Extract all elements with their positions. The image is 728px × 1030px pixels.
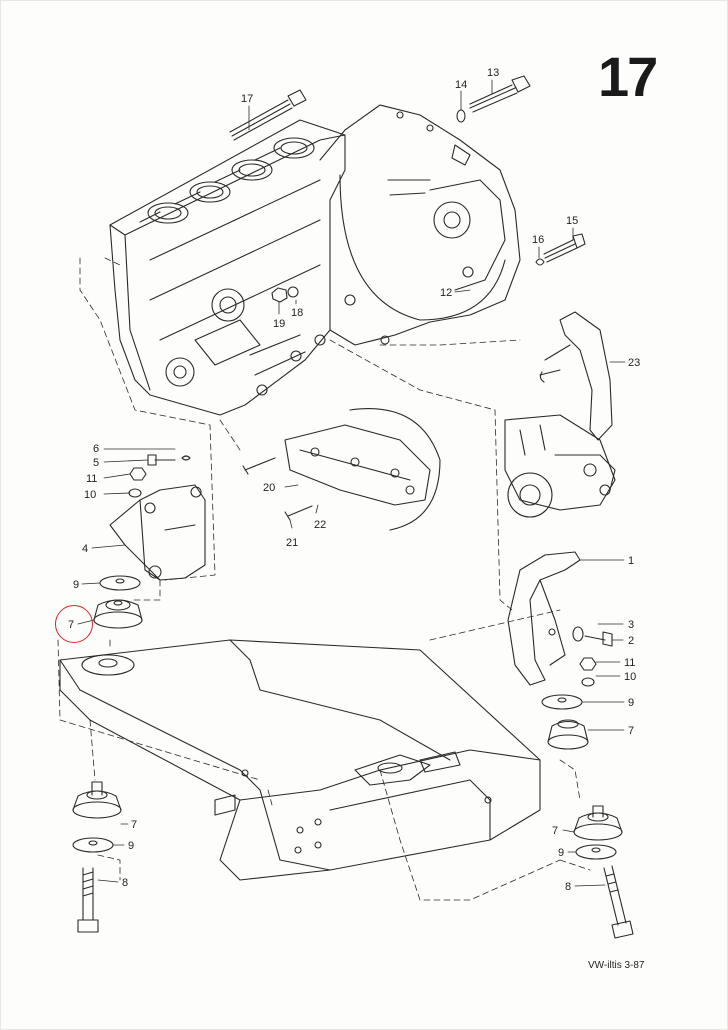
washer-5 [181, 455, 191, 461]
engine-mount-bracket-1 [507, 551, 581, 686]
washer-9a [99, 575, 141, 591]
callout-9: 9 [73, 579, 79, 591]
bracket-23 [539, 311, 613, 441]
bolt-8b [603, 865, 634, 939]
plate-20 [284, 408, 441, 531]
callout-10: 10 [624, 671, 636, 683]
nut-11a [129, 467, 147, 481]
callout-21: 21 [286, 537, 298, 549]
callout-9: 9 [128, 840, 134, 852]
nut-11b [579, 657, 597, 671]
washer-10a [128, 488, 142, 498]
bolt-21 [284, 505, 313, 521]
callout-5: 5 [93, 457, 99, 469]
callout-15: 15 [566, 215, 578, 227]
washer-16 [535, 258, 545, 266]
washer-18 [287, 286, 299, 298]
callout-leader-lines [77, 79, 626, 887]
bolt-13 [469, 75, 531, 113]
callout-11: 11 [624, 657, 635, 669]
callout-13: 13 [487, 67, 499, 79]
callout-3: 3 [628, 619, 634, 631]
callout-8: 8 [122, 877, 128, 889]
bolt-17 [229, 89, 307, 141]
callout-4: 4 [82, 543, 88, 555]
footer-reference: VW-iltis 3-87 [588, 960, 645, 971]
nut-19 [271, 287, 288, 303]
rubber-mount-7b [547, 719, 589, 750]
bolt-8a [77, 867, 99, 933]
callout-20: 20 [263, 482, 275, 494]
washer-9b [541, 694, 583, 710]
callout-16: 16 [532, 234, 544, 246]
bolt-15 [543, 233, 586, 263]
callout-12: 12 [440, 287, 452, 299]
callout-9: 9 [558, 847, 564, 859]
callout-10: 10 [84, 489, 96, 501]
callout-8: 8 [565, 881, 571, 893]
callout-7: 7 [552, 825, 558, 837]
callout-7: 7 [131, 819, 137, 831]
engine-mount-bracket-4 [109, 484, 206, 581]
callout-6: 6 [93, 443, 99, 455]
callout-9: 9 [628, 697, 634, 709]
transmission-bell-housing [319, 104, 521, 346]
washer-9c [72, 837, 114, 853]
callout-22: 22 [314, 519, 326, 531]
callout-labels: 13 14 17 15 16 12 18 19 23 6 5 11 10 4 9… [68, 67, 640, 893]
rubber-mount-7d [573, 805, 623, 841]
rubber-mount-7a [93, 599, 143, 629]
engine-block [109, 119, 346, 416]
bolt-6 [147, 454, 176, 466]
callout-19: 19 [273, 318, 285, 330]
callout-11: 11 [86, 473, 97, 485]
assembly-dashed-lines [57, 257, 591, 901]
callout-2: 2 [628, 635, 634, 647]
callout-14: 14 [455, 79, 467, 91]
callout-1: 1 [628, 555, 634, 567]
callout-17: 17 [241, 93, 253, 105]
bolt-small-left [242, 457, 276, 475]
callout-18: 18 [291, 307, 303, 319]
pump-assembly [504, 414, 616, 518]
washer-10b [581, 677, 595, 687]
washer-9d [575, 844, 617, 860]
bolt-2 [584, 631, 613, 647]
rubber-mount-7c [72, 781, 122, 819]
callout-7: 7 [628, 725, 634, 737]
washer-3 [572, 626, 584, 642]
washer-14 [456, 109, 466, 123]
callout-23: 23 [628, 357, 640, 369]
highlight-circle [55, 605, 93, 643]
page-number: 17 [598, 45, 658, 108]
